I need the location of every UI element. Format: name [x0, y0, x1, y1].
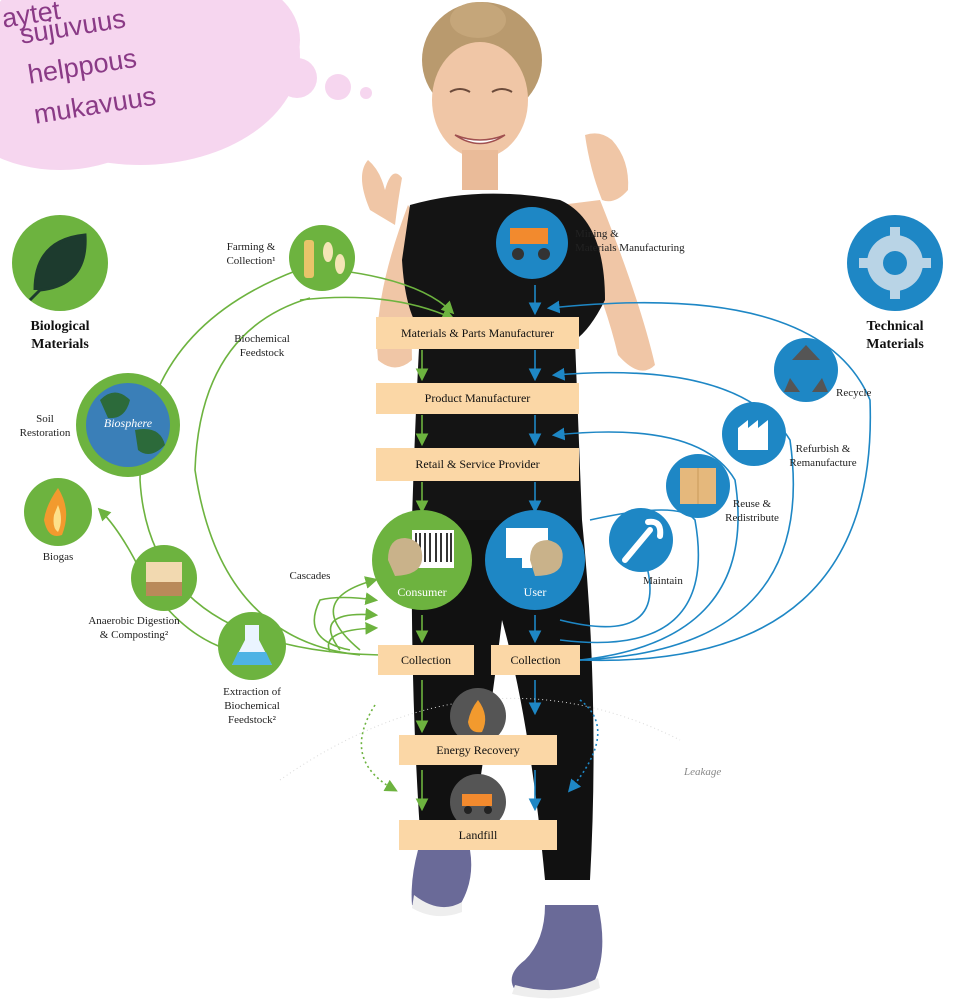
refurbish-line1: Refurbish &	[795, 443, 851, 455]
technical-title-line1: Technical	[866, 319, 924, 334]
leakage-arc	[279, 697, 681, 781]
mining-line1: Mining &	[575, 228, 619, 240]
farming-label: Farming & Collection¹	[214, 241, 288, 269]
biosphere-label: Biosphere	[103, 416, 153, 430]
materials-parts-manufacturer-box: Materials & Parts Manufacturer	[376, 317, 579, 349]
technical-materials-title: Technical Materials	[845, 318, 945, 354]
reuse-icon	[666, 454, 730, 518]
extraction-line1: Extraction of	[223, 686, 281, 698]
recycle-label: Recycle	[836, 387, 872, 399]
user-icon	[485, 510, 585, 610]
recycle-icon	[774, 338, 838, 402]
technical-title-line2: Materials	[866, 337, 924, 353]
refurbish-icon	[722, 402, 786, 466]
technical-materials-icon	[847, 215, 943, 311]
biological-materials-title: Biological Materials	[10, 318, 110, 354]
soil-line2: Restoration	[19, 426, 71, 439]
thought-cloud	[0, 0, 372, 170]
collection-biological-box: Collection	[378, 645, 474, 675]
refurbish-label: Refurbish & Remanufacture	[778, 443, 868, 471]
product-manufacturer-box: Product Manufacturer	[376, 383, 579, 414]
energy-recovery-icon	[450, 688, 506, 744]
biosphere-icon	[76, 373, 180, 477]
soil-restoration-label: Soil Restoration	[18, 413, 72, 441]
mining-icon	[496, 207, 568, 279]
extraction-label: Extraction of Biochemical Feedstock²	[210, 686, 294, 727]
biological-title-line2: Materials	[31, 337, 89, 353]
biological-materials-icon	[12, 215, 108, 311]
biochemical-feedstock-label: Biochemical Feedstock	[220, 333, 304, 361]
biogas-label: Biogas	[42, 551, 74, 563]
anaerobic-digestion-label: Anaerobic Digestion & Composting²	[74, 615, 194, 643]
landfill-icon	[450, 774, 506, 830]
anaerobic-line1: Anaerobic Digestion	[88, 615, 180, 627]
landfill-box: Landfill	[399, 820, 557, 850]
cascades-label: Cascades	[289, 570, 331, 582]
anaerobic-line2: & Composting²	[99, 628, 169, 641]
farming-line2: Collection¹	[226, 254, 276, 267]
reuse-line1: Reuse &	[732, 498, 772, 510]
maintain-label: Maintain	[643, 575, 683, 587]
person-figure	[361, 2, 655, 999]
farming-line1: Farming &	[226, 241, 276, 253]
extraction-line3: Feedstock²	[228, 713, 276, 726]
collection-technical-box: Collection	[491, 645, 580, 675]
biochemical-line1: Biochemical	[234, 333, 290, 345]
consumer-label: Consumer	[397, 585, 447, 599]
refurbish-line2: Remanufacture	[789, 456, 857, 469]
biological-title-line1: Biological	[30, 319, 90, 334]
mining-line2: Materials Manufacturing	[575, 241, 685, 254]
biochemical-line2: Feedstock	[239, 346, 285, 359]
leakage-label: Leakage	[684, 766, 722, 778]
consumer-icon	[372, 510, 472, 610]
retail-service-provider-box: Retail & Service Provider	[376, 448, 579, 481]
maintain-icon	[609, 508, 673, 572]
soil-line1: Soil	[36, 413, 54, 425]
extraction-line2: Biochemical	[224, 699, 280, 712]
mining-label: Mining & Materials Manufacturing	[575, 228, 685, 256]
anaerobic-digestion-icon	[131, 545, 197, 611]
extraction-icon	[218, 612, 286, 680]
reuse-line2: Redistribute	[725, 511, 779, 524]
reuse-label: Reuse & Redistribute	[712, 498, 792, 526]
farming-icon	[289, 225, 355, 291]
energy-recovery-box: Energy Recovery	[399, 735, 557, 765]
user-label: User	[523, 585, 547, 599]
biogas-icon	[24, 478, 92, 546]
